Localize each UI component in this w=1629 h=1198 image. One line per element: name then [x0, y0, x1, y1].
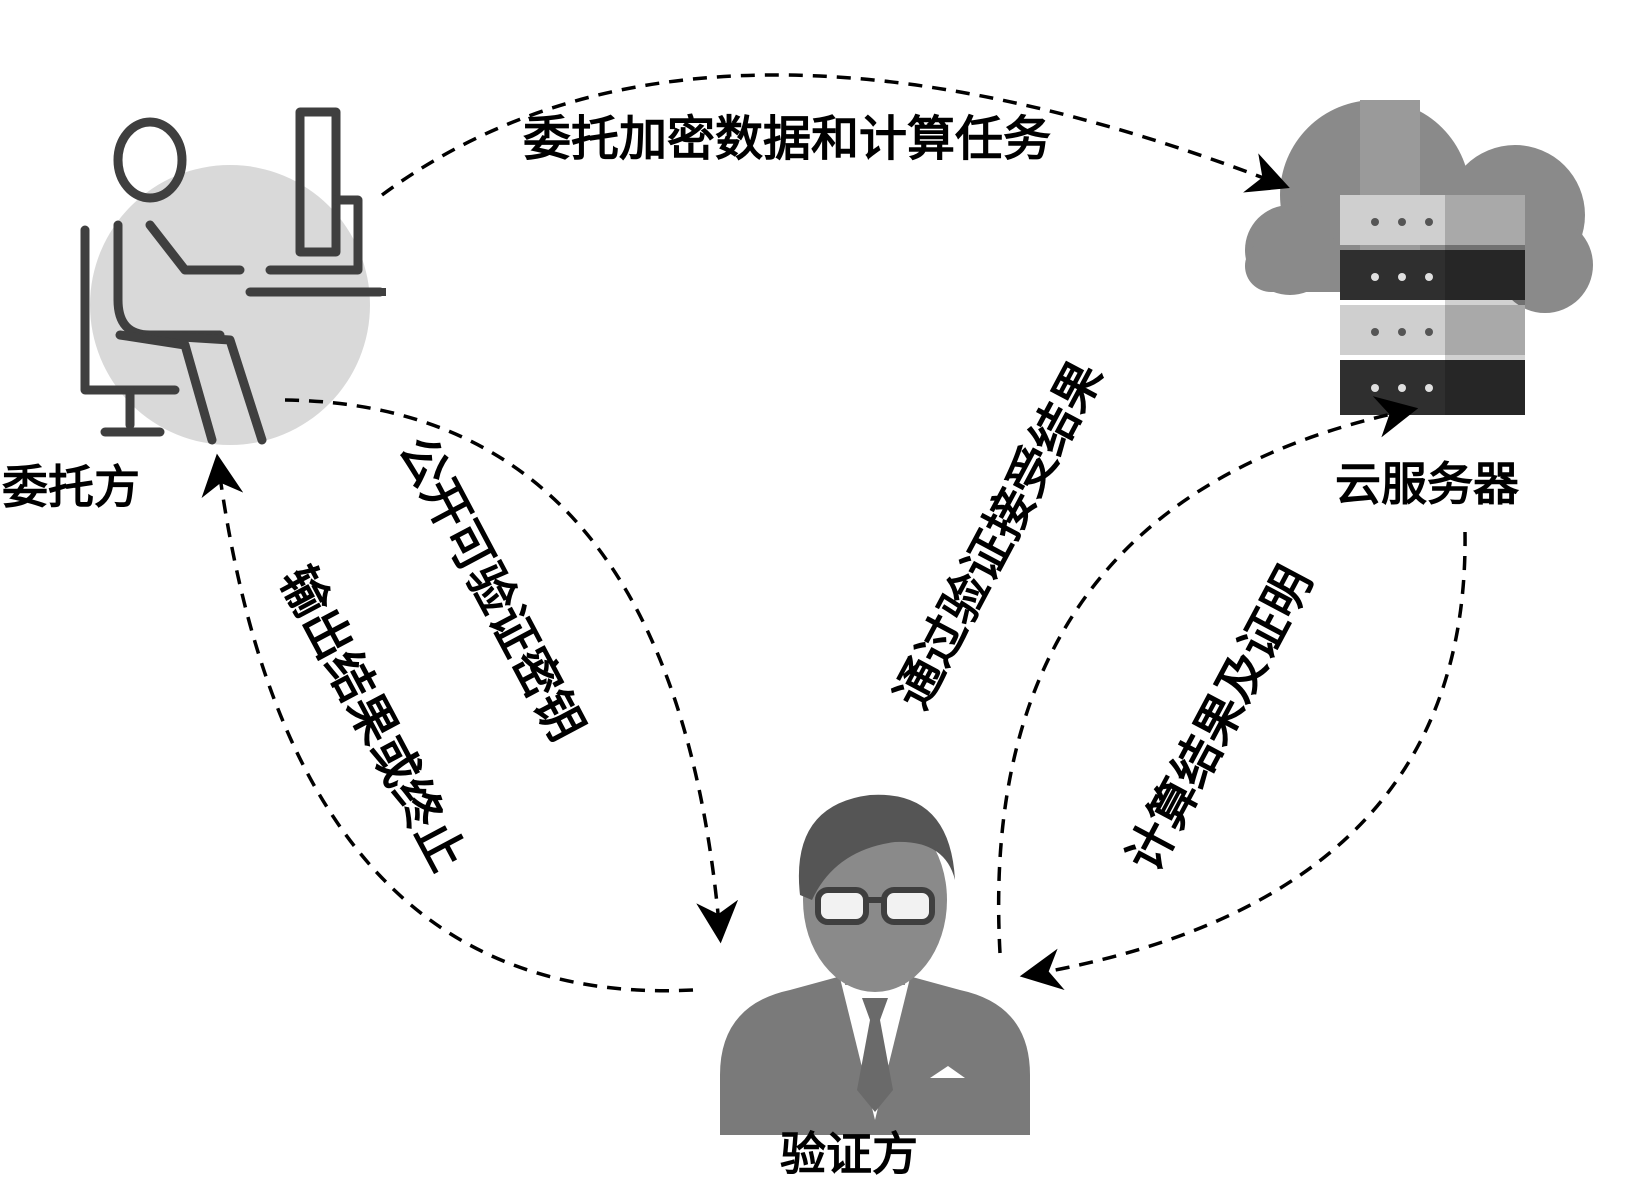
edge-label-cloud-to-verifier: 计算结果及证明: [1116, 558, 1323, 881]
arrow-client-to-verifier: [284, 398, 739, 944]
arrow-cloud-to-verifier: [1019, 531, 1467, 991]
edge-label-verifier-to-client: 输出结果或终止: [268, 557, 475, 880]
edge-label-verifier-to-cloud: 通过验证接受结果: [884, 352, 1114, 717]
edge-label-client-to-verifier: 公开可验证密钥: [387, 427, 594, 750]
node-label-cloud: 云服务器: [1335, 457, 1520, 511]
arrow-client-to-cloud: [380, 73, 1290, 197]
node-label-verifier: 验证方: [780, 1127, 918, 1181]
person-at-computer-icon: [80, 107, 386, 445]
cloud-server-icon: [1245, 100, 1593, 415]
edge-label-client-to-cloud: 委托加密数据和计算任务: [523, 111, 1051, 167]
arrow-verifier-to-cloud: [996, 396, 1419, 954]
node-label-client: 委托方: [2, 460, 140, 514]
businessman-with-glasses-icon: [720, 794, 1030, 1135]
arrow-verifier-to-client: [201, 453, 694, 993]
